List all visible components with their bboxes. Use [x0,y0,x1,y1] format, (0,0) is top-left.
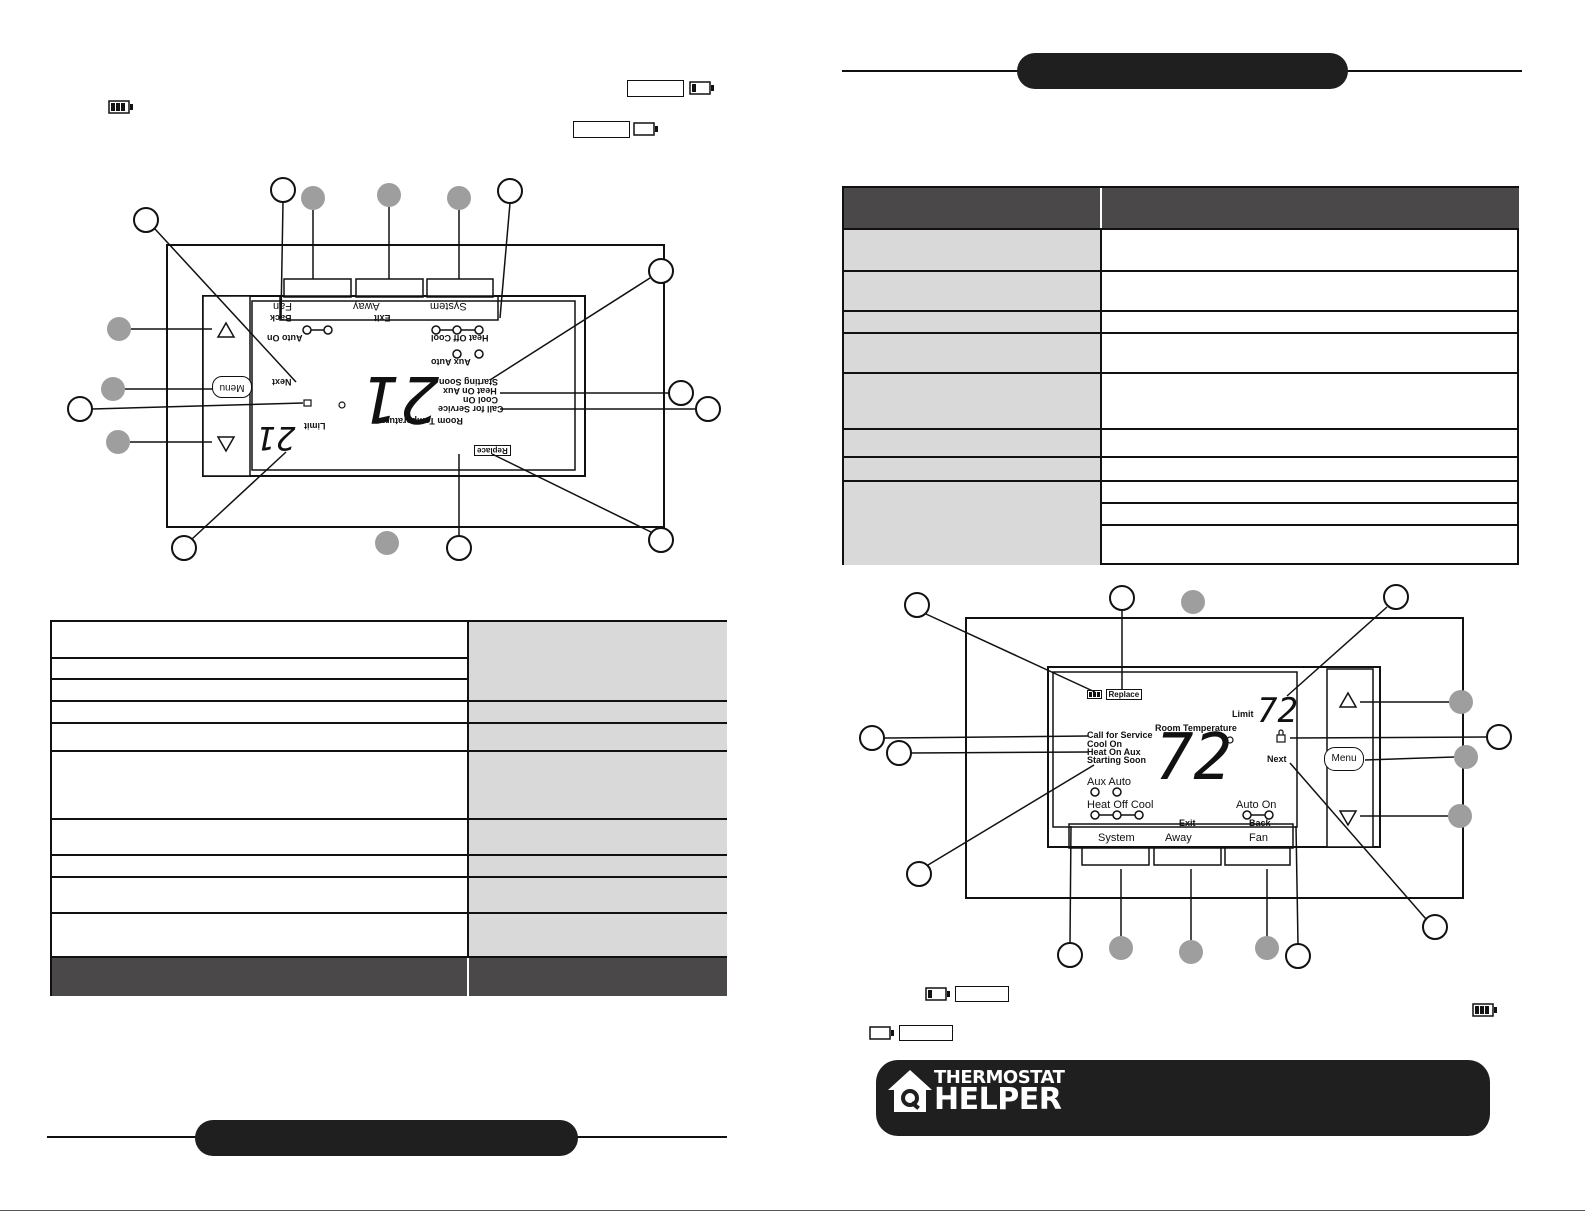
left-limit-label: Limit [304,421,326,431]
right-auto-on-label: Auto On [1236,799,1277,811]
logo-banner: THERMOSTAT HELPER [876,1060,1490,1136]
left-table-gray-7 [469,878,727,912]
right-call-for-service-label: Call for Service [1087,730,1153,740]
left-exit-label: Exit [374,313,391,323]
left-table-gray-1 [469,622,727,700]
right-battery-replace: Replace [1087,689,1143,700]
right-key-fan-label: Fan [1249,832,1268,844]
right-table-header [844,188,1519,228]
left-key-away-label: Away [353,300,380,312]
left-call-for-service-label: Call for Service [438,404,504,414]
right-top-pill [1017,53,1348,89]
right-key-away-label: Away [1165,832,1192,844]
right-key-system-label: System [1098,832,1135,844]
right-table-gray-1 [844,230,1100,270]
battery-icon [108,100,133,114]
left-replace-label: Replace [474,445,511,456]
right-back-label: Back [1249,818,1271,828]
right-table-gray-2 [844,272,1100,310]
left-table-footer [52,958,727,996]
right-table-gray-3 [844,312,1100,332]
right-lcd-text-group: Replace Limit 72 Room Temperature 72 Cal… [1053,672,1298,852]
battery-icon [689,81,714,95]
right-limit-label: Limit [1232,709,1254,719]
logo-line-2: HELPER [934,1082,1062,1117]
right-table-gray-8 [844,482,1100,565]
right-table-gray-5 [844,374,1100,428]
left-table [50,620,727,996]
right-next-label: Next [1267,754,1287,764]
right-table [842,186,1519,565]
right-limit-temp: 72 [1257,691,1298,731]
right-exit-label: Exit [1179,818,1196,828]
left-heat-off-cool-label: Heat Off Cool [431,333,489,343]
battery-icon [1087,690,1102,700]
right-table-gray-6 [844,430,1100,456]
left-main-temp: 21 [362,361,440,435]
left-table-gray-3 [469,724,727,750]
left-key-system-label: System [430,300,467,312]
right-room-temperature-label: Room Temperature [1155,723,1237,733]
left-menu-label: Menu [219,382,245,393]
left-starting-soon-label: Starting Soon [439,377,498,387]
battery-icon [1472,1003,1497,1017]
left-table-gray-6 [469,856,727,876]
replace-label-box-4 [899,1025,953,1041]
left-next-label: Next [272,377,292,387]
right-main-temp: 72 [1155,721,1233,795]
right-menu-label: Menu [1331,753,1357,764]
lock-icon [1276,729,1286,743]
left-limit-temp: 21 [257,419,296,457]
battery-icon [925,987,950,1001]
left-cool-on-label: Cool On [463,395,498,405]
replace-label-box-2 [573,121,630,138]
battery-icon [633,122,658,136]
logo-line-1: THERMOSTAT [934,1067,1065,1088]
right-table-gray-4 [844,334,1100,372]
left-lcd-text-group: Fan Away System Back Exit Auto On Heat O… [252,300,577,470]
left-bottom-pill [195,1120,578,1156]
left-table-gray-8 [469,914,727,956]
right-aux-auto-label: Aux Auto [1087,776,1132,788]
battery-icon [869,1026,894,1040]
left-auto-on-label: Auto On [267,333,303,343]
left-key-fan-label: Fan [273,300,292,312]
bottom-page-rule [0,1210,1585,1211]
right-menu-button[interactable]: Menu [1324,747,1364,771]
right-heat-off-cool-label: Heat Off Cool [1087,799,1154,811]
left-table-gray-2 [469,702,727,722]
right-heat-on-aux-label: Heat On Aux [1087,747,1141,757]
house-logo-icon [888,1070,932,1112]
replace-label-box-1 [627,80,684,97]
left-table-gray-4 [469,752,727,818]
left-table-gray-5 [469,820,727,854]
right-table-gray-7 [844,458,1100,480]
left-back-label: Back [270,313,292,323]
right-cool-on-label: Cool On [1087,739,1122,749]
replace-label-box-3 [955,986,1009,1002]
left-menu-button[interactable]: Menu [212,376,252,398]
right-starting-soon-label: Starting Soon [1087,755,1146,765]
left-heat-on-aux-label: Heat On Aux [443,386,497,396]
